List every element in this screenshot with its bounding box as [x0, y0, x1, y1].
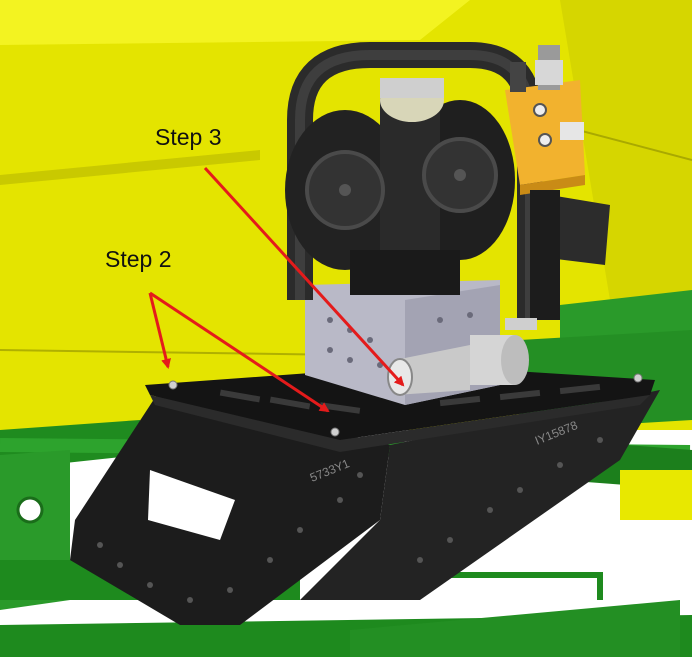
step2-label: Step 2 — [105, 246, 172, 272]
control-valve — [505, 45, 610, 320]
step3-label: Step 3 — [155, 124, 222, 150]
step2-arrow-left — [148, 292, 171, 369]
step2-arrow-right — [149, 291, 330, 413]
step-arrows — [148, 166, 405, 413]
step3-arrow — [203, 166, 405, 387]
